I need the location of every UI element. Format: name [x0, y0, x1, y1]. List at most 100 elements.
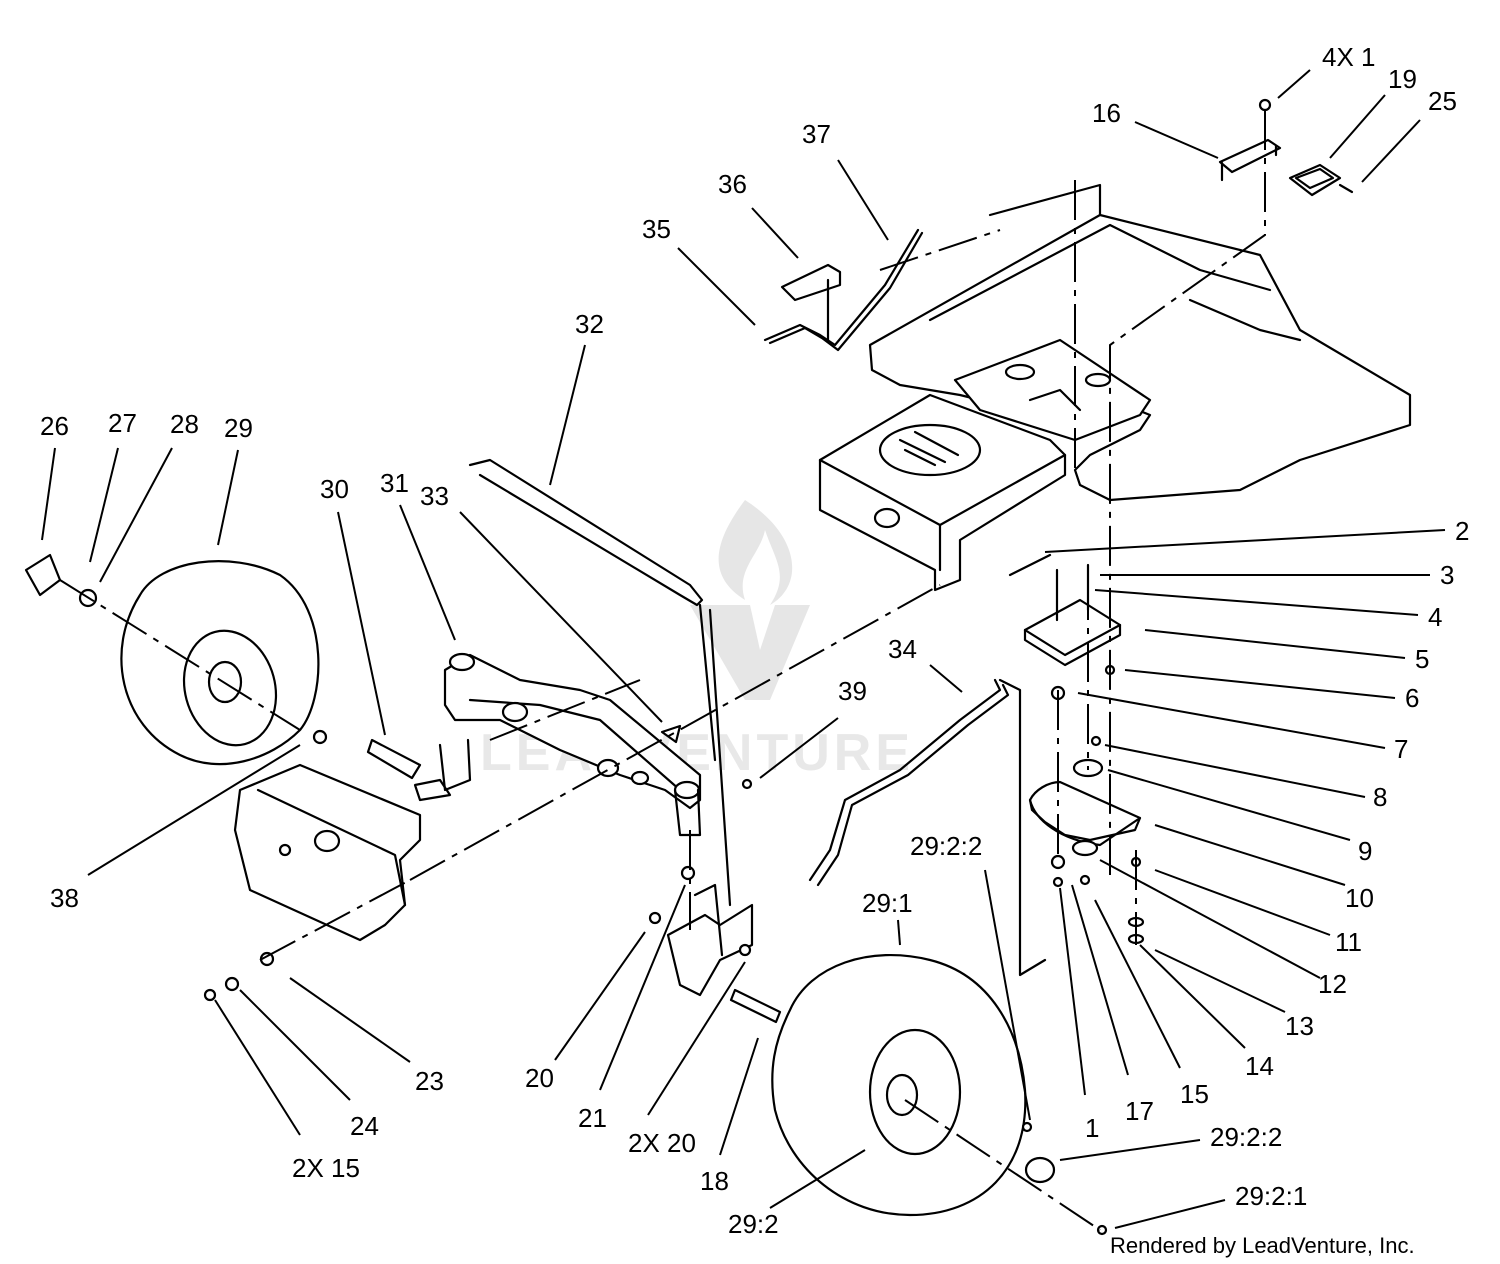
- callout-4: 4: [1428, 602, 1442, 632]
- tie-rod-edge: [816, 683, 1010, 887]
- callout-labels: 4X 1 19 25 16 37 36 35 32 26 27 28 29 30…: [40, 42, 1469, 1239]
- leader-29-2-1: [1114, 1199, 1226, 1229]
- leader-34: [929, 664, 963, 693]
- callout-34: 34: [888, 634, 917, 664]
- callout-8: 8: [1373, 782, 1387, 812]
- leader-21: [599, 884, 686, 1091]
- drag-link-drop-2: [708, 608, 732, 907]
- callout-5: 5: [1415, 644, 1429, 674]
- axle-right-spindle-top: [673, 780, 701, 800]
- callout-16: 16: [1092, 98, 1121, 128]
- callout-2x15: 2X 15: [292, 1153, 360, 1183]
- sector-gear-teeth: [1028, 798, 1142, 847]
- leader-1b: [1059, 887, 1086, 1096]
- washer-21: [680, 865, 696, 881]
- callout-20: 20: [525, 1063, 554, 1093]
- leader-24: [239, 989, 351, 1101]
- leader-15b: [1094, 899, 1181, 1069]
- callout-26: 26: [40, 411, 69, 441]
- callout-37: 37: [802, 119, 831, 149]
- leader-26: [41, 447, 56, 541]
- leader-7: [1077, 692, 1386, 749]
- leader-35: [677, 247, 756, 326]
- leader-25: [1361, 119, 1421, 183]
- callout-15: 15: [1180, 1079, 1209, 1109]
- axle-hole-3: [630, 770, 650, 786]
- leader-32: [549, 344, 586, 486]
- rod-35-outline: [768, 231, 924, 352]
- leader-2: [1044, 529, 1446, 553]
- leader-39: [759, 717, 839, 779]
- sector-gear-10: [1028, 780, 1142, 842]
- frame-plate-slot-2: [1084, 372, 1112, 388]
- callout-29-1: 29:1: [862, 888, 913, 918]
- leader-37: [837, 159, 889, 241]
- nut-15: [203, 988, 217, 1002]
- callout-24: 24: [350, 1111, 379, 1141]
- grommet-19-inner: [1294, 167, 1335, 190]
- tie-rod-bracket: [998, 678, 1047, 977]
- washer-1: [1050, 854, 1066, 870]
- callout-12: 12: [1318, 969, 1347, 999]
- callout-32: 32: [575, 309, 604, 339]
- leader-10: [1154, 824, 1346, 886]
- pin-8: [1090, 735, 1102, 747]
- leader-13: [1154, 949, 1286, 1013]
- frame-plate: [953, 338, 1152, 442]
- leader-31: [399, 504, 456, 641]
- callout-38: 38: [50, 883, 79, 913]
- leader-18: [719, 1037, 759, 1156]
- leader-4: [1094, 589, 1419, 616]
- lever-group: [763, 228, 924, 352]
- callout-7: 7: [1394, 734, 1408, 764]
- spindle-30-upper: [438, 738, 472, 792]
- leader-29-2-2a: [984, 869, 1031, 1121]
- axle-pin-18: [729, 988, 782, 1024]
- callout-29-2-2a: 29:2:2: [910, 831, 982, 861]
- callout-9: 9: [1358, 836, 1372, 866]
- centerline-33: [489, 679, 641, 741]
- pin-30: [366, 738, 422, 780]
- callout-23: 23: [415, 1066, 444, 1096]
- plate-5-edge: [1023, 623, 1122, 667]
- watermark-logo-icon: [690, 605, 810, 700]
- callout-21: 21: [578, 1103, 607, 1133]
- tie-rod-34: [808, 678, 1047, 977]
- centerline-left-wheel: [59, 579, 301, 731]
- frame-top-edge: [988, 183, 1102, 217]
- drag-link-32: [468, 458, 732, 907]
- leader-2x20: [647, 961, 746, 1116]
- centerline-lever: [879, 229, 1001, 271]
- nut-17: [1079, 874, 1091, 886]
- callout-1: 1: [1085, 1113, 1099, 1143]
- callout-30: 30: [320, 474, 349, 504]
- callout-2x20: 2X 20: [628, 1128, 696, 1158]
- frame-side-hole: [873, 507, 901, 529]
- spindle-18-shaft: [693, 883, 724, 957]
- drag-link-rod: [468, 458, 704, 607]
- axle-beam-edge: [468, 698, 682, 792]
- leader-lines: [41, 69, 1446, 1229]
- callout-14: 14: [1245, 1051, 1274, 1081]
- callout-13: 13: [1285, 1011, 1314, 1041]
- callout-31: 31: [380, 468, 409, 498]
- leader-15: [214, 999, 301, 1136]
- callout-33: 33: [420, 481, 449, 511]
- callout-6: 6: [1405, 683, 1419, 713]
- callout-27: 27: [108, 408, 137, 438]
- nut-20b: [738, 943, 752, 957]
- washer-30: [312, 729, 328, 745]
- frame-ridge-right: [1188, 298, 1302, 342]
- frame-assembly: [818, 183, 1412, 592]
- leader-8: [1104, 744, 1366, 798]
- washer-24: [224, 976, 240, 992]
- bracket-36: [780, 263, 842, 302]
- washer-12: [1071, 839, 1099, 857]
- right-wheel-29-2: [771, 953, 1108, 1236]
- callout-17: 17: [1125, 1096, 1154, 1126]
- leader-20: [554, 931, 646, 1061]
- leader-29-2: [769, 1149, 866, 1209]
- frame-plate-slot-1: [1004, 363, 1036, 381]
- leader-14: [1139, 944, 1246, 1049]
- leader-38: [87, 744, 301, 876]
